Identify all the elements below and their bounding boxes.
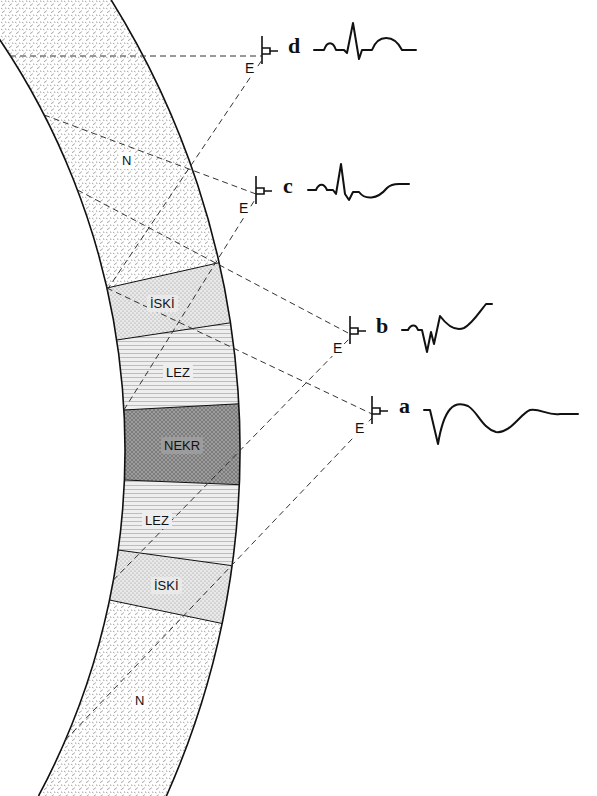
zone-band: NEKR [161,437,203,454]
ecg-waveform [308,164,409,200]
electrode-label: E [331,340,344,356]
electrode-symbol [256,176,272,204]
zone-label: LEZ [145,513,169,528]
zone-band: İSKİ [147,295,178,312]
electrode-symbol [350,316,366,344]
zone-band: N [132,692,147,709]
wall-outline [0,0,240,796]
ecg-traces [308,23,578,444]
inner-surface [0,0,125,796]
electrode-label: E [237,200,250,216]
leader-line [10,56,262,290]
zone-label: İSKİ [150,296,175,311]
lead-letter: d [286,34,302,58]
electrode-label: E [243,60,256,76]
lead-letter: b [374,314,390,338]
zone-label: İSKİ [154,578,179,593]
zone-band: İSKİ [151,577,182,594]
zone-label: N [135,693,144,708]
ecg-waveform [424,404,578,444]
necrosis-zone [124,404,240,485]
wall-zones [0,0,240,796]
electrode-symbol [262,36,278,64]
electrodes [256,36,388,424]
leader-line [44,115,256,410]
normal-zone [0,0,219,288]
normal-zone [39,600,223,796]
ecg-waveform [314,23,416,59]
zone-label: N [122,153,131,168]
electrode-label: E [353,420,366,436]
zone-label: NEKR [164,438,200,453]
outer-surface [111,0,240,796]
view-lines [10,56,372,740]
zone-label: LEZ [166,365,190,380]
lead-letter: a [397,394,412,418]
zone-band: N [119,152,134,169]
zone-band: LEZ [163,364,193,381]
ecg-waveform [402,304,492,352]
electrode-symbol [372,396,388,424]
zone-band: LEZ [142,512,172,529]
lead-letter: c [281,174,295,198]
injury-zone [117,323,239,410]
zone-boundary [107,263,239,624]
leader-line [65,288,372,740]
leader-line [78,190,351,580]
